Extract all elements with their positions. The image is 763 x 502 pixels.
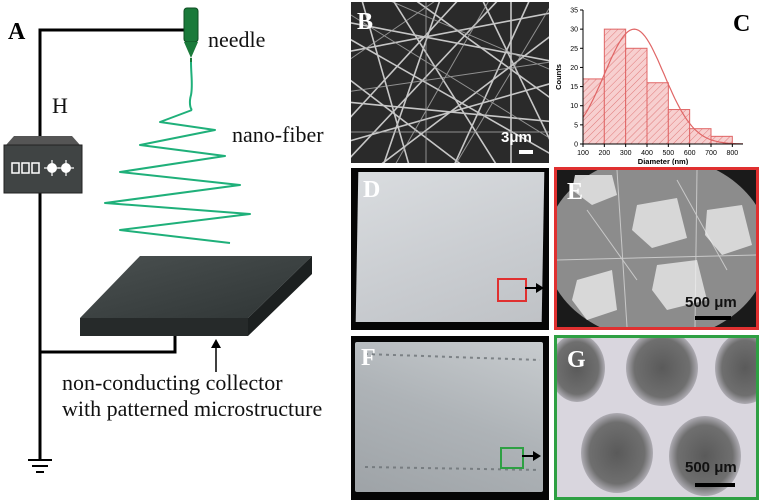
x-tick-label: 500: [662, 150, 674, 157]
needle-label: needle: [208, 27, 266, 52]
x-tick-label: 700: [705, 150, 717, 157]
fit-curve: [582, 28, 743, 145]
y-tick-label: 25: [570, 46, 578, 53]
ground-icon: [28, 459, 52, 473]
y-tick-label: 15: [570, 84, 578, 91]
panel-label-c: C: [733, 11, 751, 37]
panel-label-d: D: [363, 177, 381, 203]
collector-icon: [80, 256, 312, 336]
power-label: H: [52, 93, 68, 118]
photo-mat-d: D: [351, 168, 549, 330]
y-tick-label: 20: [570, 65, 578, 72]
photo-mat-f: F: [351, 336, 549, 500]
fiber-whip: [104, 109, 251, 244]
micrograph-e-texture: [557, 170, 756, 327]
panel-label-g: G: [567, 347, 586, 373]
fiber-network: [351, 2, 549, 163]
y-tick-label: 0: [574, 142, 578, 149]
x-tick-label: 200: [598, 150, 610, 157]
y-tick-label: 10: [570, 103, 578, 110]
x-axis-label: Diameter (nm): [638, 157, 689, 165]
collector-label-line2: with patterned microstructure: [62, 396, 323, 421]
fiber-jet: [188, 61, 193, 111]
x-tick-label: 600: [684, 150, 696, 157]
sem-fiber-image: B 3μm: [351, 2, 549, 163]
y-tick-label: 5: [574, 122, 578, 129]
power-supply-icon: [3, 136, 83, 194]
scale-bar-label-b: 3μm: [501, 129, 532, 146]
x-tick-label: 100: [577, 150, 589, 157]
x-tick-label: 800: [726, 150, 738, 157]
highlight-box-green: [500, 447, 524, 469]
y-tick-label: 35: [570, 8, 578, 15]
y-axis-label: Counts: [554, 64, 563, 90]
histogram-bar: [667, 109, 691, 145]
panel-label-f: F: [361, 345, 376, 371]
collector-arrow: [211, 339, 221, 372]
histogram-bar: [625, 47, 648, 145]
y-tick-label: 30: [570, 27, 578, 34]
x-tick-label: 400: [641, 150, 653, 157]
collector-label-line1: non-conducting collector: [62, 370, 283, 395]
panel-label-b: B: [357, 9, 374, 35]
scale-bar-g: [695, 483, 735, 487]
wire-top: [38, 28, 190, 138]
panel-label-e: E: [567, 179, 584, 205]
highlight-box-red: [497, 278, 527, 302]
scale-bar-b: [519, 150, 533, 154]
x-tick-label: 300: [620, 150, 632, 157]
scale-bar-label-g: 500 μm: [685, 459, 737, 476]
histogram-bar: [646, 82, 669, 145]
panel-label-a: A: [8, 19, 26, 45]
mat-f-pattern: [364, 353, 541, 471]
histogram-svg: 100 200 300 400 500 600 700 800 0 5 10 15 20 25 30 35Di…: [554, 8, 743, 165]
histogram-bar: [689, 128, 712, 145]
scale-bar-label-e: 500 μm: [685, 294, 737, 311]
histogram-bar: [603, 28, 627, 145]
arrow-to-g: [522, 451, 541, 461]
micrograph-g: G 500 μm: [554, 335, 759, 500]
wire-collector: [38, 188, 177, 354]
electrospinning-schematic: [3, 7, 312, 473]
arrow-to-e: [525, 283, 544, 293]
micrograph-g-texture: [557, 338, 756, 496]
micrograph-e: E 500 μm: [554, 167, 759, 330]
needle-icon: [183, 7, 199, 64]
fiber-label: nano-fiber: [232, 122, 324, 147]
scale-bar-e: [695, 316, 731, 320]
